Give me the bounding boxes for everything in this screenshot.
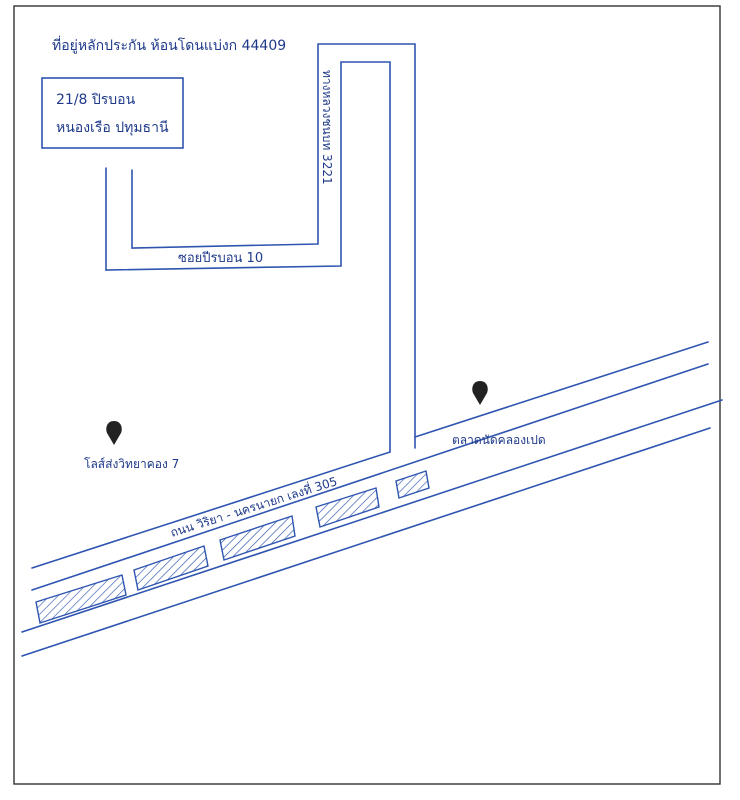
soi-10-road-outer <box>105 61 391 453</box>
median-blocks <box>35 470 430 624</box>
header-text: ที่อยู่หลักประกัน ห้อนโดนแบ่งก 44409 <box>52 36 286 54</box>
map-pin-icon <box>106 421 122 445</box>
main-road-edge-2 <box>31 363 709 591</box>
median-block-5 <box>395 470 430 499</box>
main-road-edge-1b <box>414 341 709 438</box>
market-label: ตลาดนัดคลองเปด <box>452 433 546 447</box>
address-line1: 21/8 ปิรบอน <box>56 92 136 108</box>
median-block-4 <box>315 487 380 528</box>
main-road-edge-4 <box>21 427 711 657</box>
address-box <box>41 77 184 149</box>
main-road-edge-1 <box>31 451 391 569</box>
soi-10-label: ซอยปีรบอน 10 <box>178 250 263 266</box>
soi-10-road-inner <box>131 43 416 449</box>
median-block-1 <box>35 574 127 624</box>
page-border <box>13 5 721 785</box>
map-pin-icon <box>472 381 488 405</box>
school-label: โลส์ส่งวิทยาคอง 7 <box>84 457 179 471</box>
main-road-edge-3 <box>21 399 723 633</box>
median-block-2 <box>133 545 209 591</box>
address-line2: หนองเรือ ปทุมธานี <box>56 120 169 136</box>
median-block-3 <box>219 515 296 561</box>
road-3221-label: ทางหลวงชนบท 3221 <box>320 70 334 185</box>
